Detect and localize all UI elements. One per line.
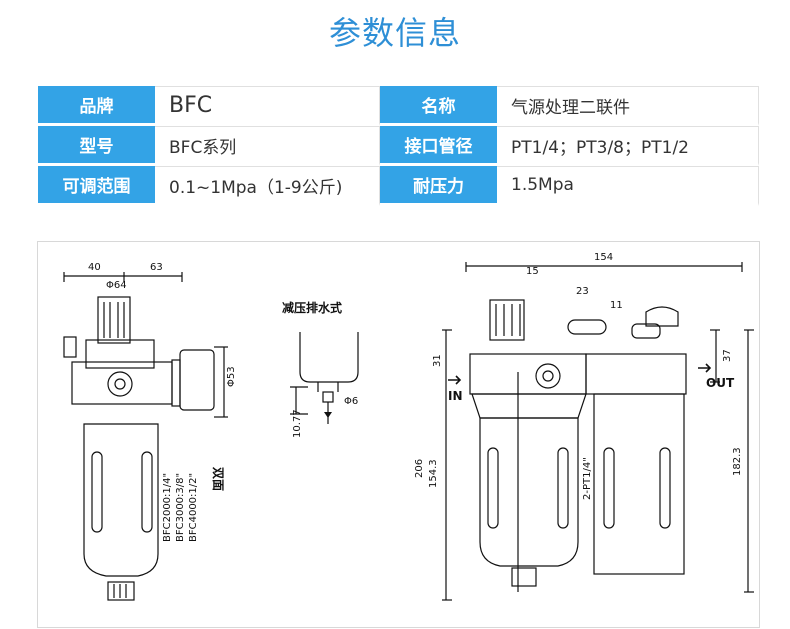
dim-10-77: 10.77	[292, 409, 303, 438]
model-line-1: BFC2000:1/4"	[162, 473, 173, 542]
dim-phi53: Φ53	[226, 366, 237, 387]
dim-11: 11	[610, 300, 623, 311]
model-line-2: BFC3000:3/8"	[175, 473, 186, 542]
dim-37: 37	[722, 349, 733, 362]
combination-unit-view	[442, 262, 754, 601]
brand-label: 品牌	[38, 86, 155, 126]
in-label: IN	[448, 389, 463, 403]
range-value: 0.1~1Mpa（1-9公斤)	[155, 166, 380, 206]
pressure-label: 耐压力	[380, 166, 497, 206]
spec-row: 品牌 BFC 名称 气源处理二联件	[38, 86, 759, 126]
spec-row: 型号 BFC系列 接口管径 PT1/4；PT3/8；PT1/2	[38, 126, 759, 166]
port-label: 2-PT1/4"	[582, 457, 593, 500]
dim-206: 206	[414, 459, 425, 478]
port-label: 接口管径	[380, 126, 497, 166]
dim-31: 31	[432, 354, 443, 367]
technical-drawing: 40 63 Φ64 Φ53 BFC2000:1/4" BFC3000:3/8" …	[37, 241, 760, 628]
spec-row: 可调范围 0.1~1Mpa（1-9公斤) 耐压力 1.5Mpa	[38, 166, 759, 206]
name-value: 气源处理二联件	[497, 86, 759, 126]
in-arrow	[448, 375, 462, 385]
dim-phi6: Φ6	[344, 396, 358, 407]
port-value: PT1/4；PT3/8；PT1/2	[497, 126, 759, 166]
brand-value: BFC	[155, 86, 380, 126]
drain-arrow	[324, 412, 332, 418]
regulator-front-view	[63, 272, 228, 601]
double-face-label: 双面	[211, 467, 225, 491]
out-arrow	[698, 363, 712, 373]
page-title: 参数信息	[328, 14, 461, 52]
model-line-3: BFC4000:1/2"	[188, 473, 199, 542]
drawing-svg: 40 63 Φ64 Φ53 BFC2000:1/4" BFC3000:3/8" …	[63, 252, 754, 601]
drain-title: 减压排水式	[282, 300, 342, 315]
dim-154: 154	[594, 252, 613, 263]
name-label: 名称	[380, 86, 497, 126]
dim-phi64: Φ64	[106, 280, 127, 291]
dim-23: 23	[576, 286, 589, 297]
dim-63: 63	[150, 262, 163, 273]
pressure-value: 1.5Mpa	[497, 166, 759, 206]
dim-182-3: 182.3	[732, 447, 743, 476]
spec-table: 品牌 BFC 名称 气源处理二联件 型号 BFC系列 接口管径 PT1/4；PT…	[38, 86, 759, 206]
range-label: 可调范围	[38, 166, 155, 206]
model-label: 型号	[38, 126, 155, 166]
dim-40: 40	[88, 262, 101, 273]
dim-154-3: 154.3	[428, 459, 439, 488]
out-label: OUT	[706, 376, 735, 390]
dim-15: 15	[526, 266, 539, 277]
model-value: BFC系列	[155, 126, 380, 166]
